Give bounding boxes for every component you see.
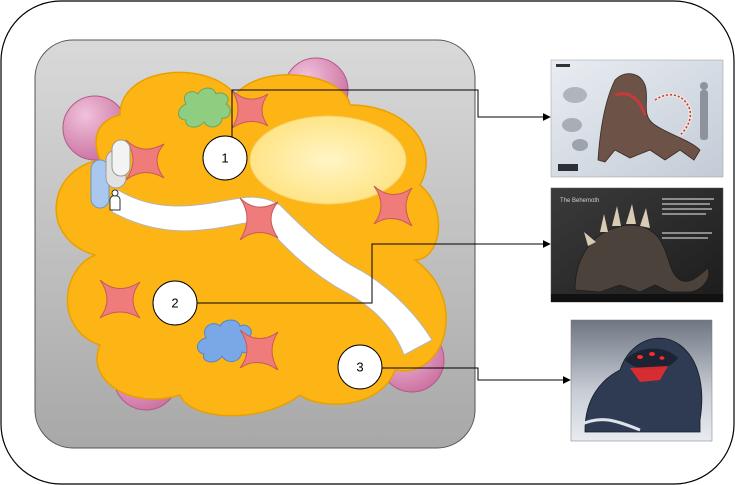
person-icon bbox=[109, 195, 121, 211]
star-icon bbox=[239, 197, 279, 241]
connector-2 bbox=[197, 240, 551, 304]
star-markers bbox=[99, 89, 413, 371]
green-cloud-icon bbox=[178, 87, 231, 128]
marker-3[interactable]: 3 bbox=[337, 344, 383, 390]
marker-label: 2 bbox=[171, 296, 178, 311]
creature-painting-red-eyes-image[interactable] bbox=[570, 319, 713, 442]
marker-1[interactable]: 1 bbox=[202, 135, 248, 181]
image-title: The Behemoth bbox=[560, 198, 599, 204]
lake-shape bbox=[249, 115, 407, 205]
connector-1 bbox=[231, 89, 551, 140]
star-icon bbox=[239, 329, 279, 371]
connector-3 bbox=[382, 367, 571, 384]
star-icon bbox=[373, 185, 413, 227]
star-icon bbox=[231, 89, 269, 129]
winding-path bbox=[111, 189, 433, 356]
pawn-figures bbox=[90, 139, 131, 211]
marker-label: 1 bbox=[221, 151, 228, 166]
connectors bbox=[197, 89, 571, 384]
marker-label: 3 bbox=[356, 360, 363, 375]
gray-pawn-icon bbox=[111, 139, 131, 177]
star-icon bbox=[99, 279, 141, 319]
marker-2[interactable]: 2 bbox=[152, 280, 198, 326]
star-icon bbox=[125, 139, 165, 181]
creature-render-dark-image[interactable]: The Behemoth bbox=[550, 187, 724, 303]
creature-concept-sheet-image[interactable] bbox=[550, 59, 724, 178]
person-head-icon bbox=[111, 189, 119, 197]
